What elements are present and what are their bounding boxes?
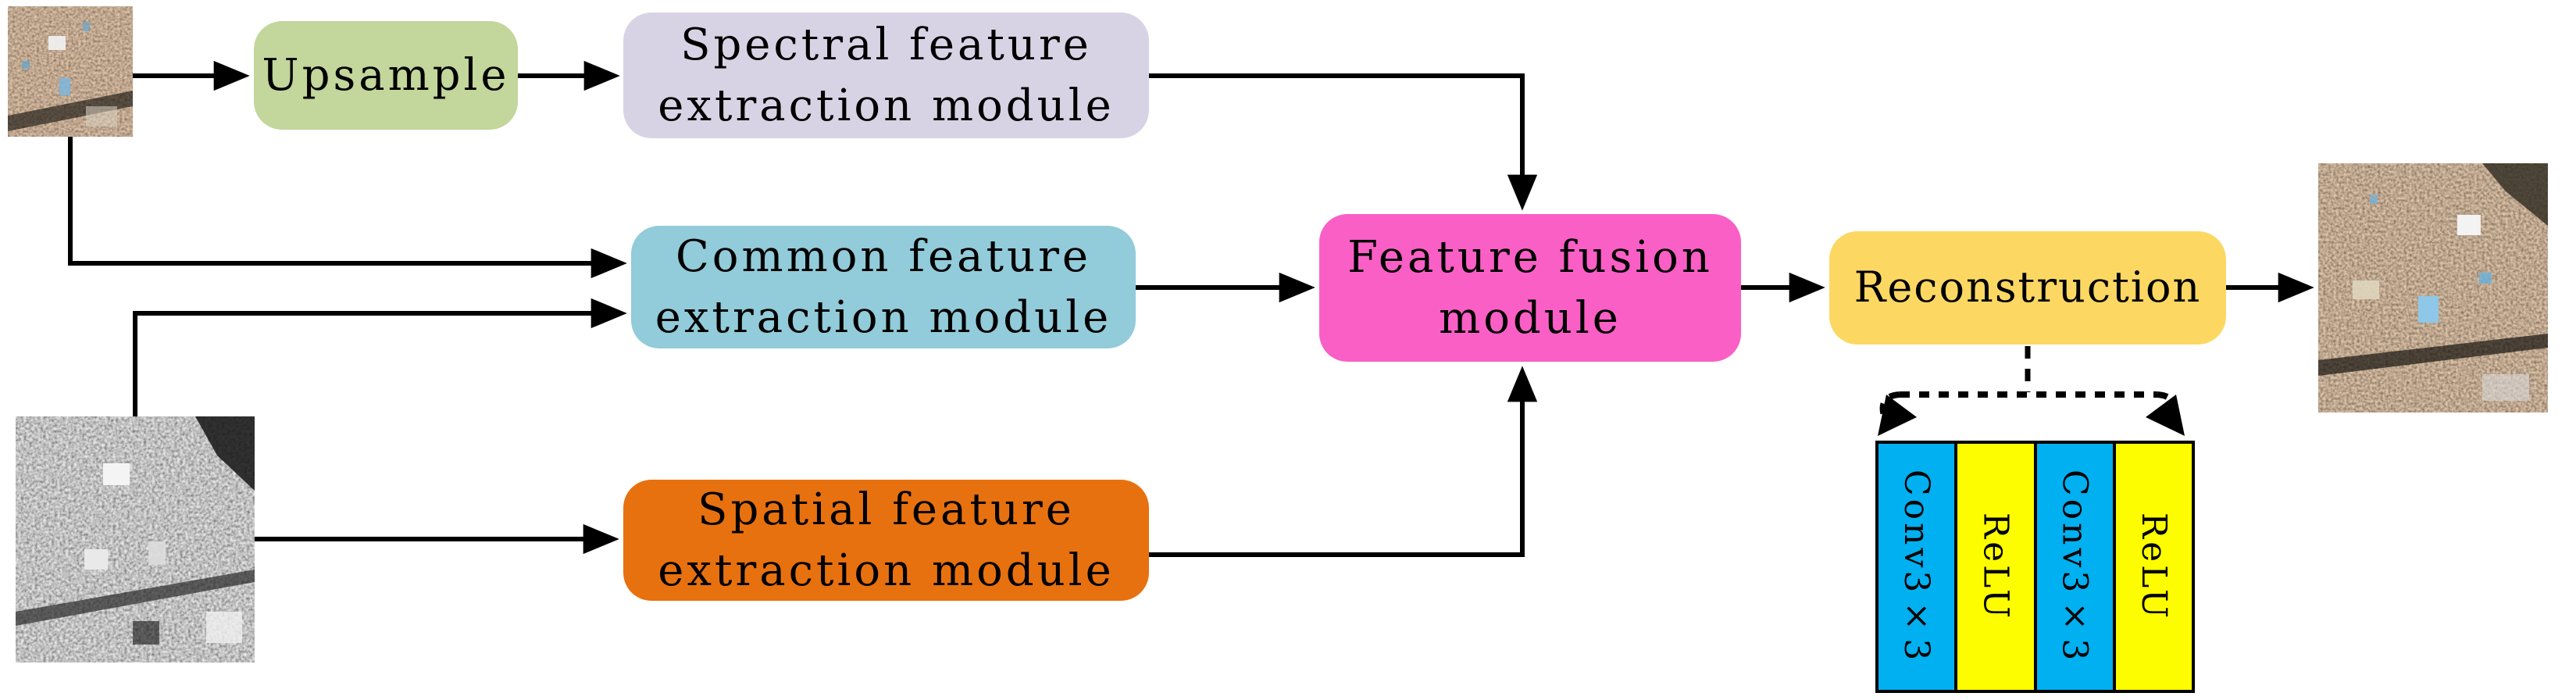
spectral-label-line1: Spectral feature bbox=[680, 20, 1092, 71]
fused-output-image bbox=[2318, 163, 2548, 412]
spectral-feature-extraction-box: Spectral feature extraction module bbox=[623, 12, 1149, 138]
reconstruction-label: Reconstruction bbox=[1854, 262, 2202, 312]
spatial-label-line1: Spatial feature bbox=[698, 484, 1075, 536]
feature-fusion-box: Feature fusion module bbox=[1319, 214, 1741, 362]
common-label-line2: extraction module bbox=[655, 291, 1112, 343]
conv3x3-layer-1: Conv3×3 bbox=[1878, 444, 1955, 690]
fusion-label-line1: Feature fusion bbox=[1347, 232, 1713, 284]
common-label-line1: Common feature bbox=[675, 231, 1092, 283]
panchromatic-input-image bbox=[16, 416, 255, 662]
reconstruction-box: Reconstruction bbox=[1829, 231, 2226, 345]
upsample-box: Upsample bbox=[254, 21, 518, 130]
dashed-expansion-bracket bbox=[1879, 346, 2178, 417]
reconstruction-detail-stack: Conv3×3 ReLU Conv3×3 ReLU bbox=[1875, 441, 2195, 693]
upsample-label: Upsample bbox=[262, 49, 510, 101]
multispectral-input-image bbox=[8, 6, 133, 137]
spectral-label-line2: extraction module bbox=[658, 80, 1115, 131]
relu-layer-1: ReLU bbox=[1954, 444, 2034, 690]
relu-layer-2: ReLU bbox=[2112, 444, 2192, 690]
common-feature-extraction-box: Common feature extraction module bbox=[631, 226, 1136, 348]
conv3x3-layer-2: Conv3×3 bbox=[2033, 444, 2113, 690]
fusion-label-line2: module bbox=[1439, 292, 1622, 344]
spatial-feature-extraction-box: Spatial feature extraction module bbox=[623, 480, 1149, 601]
spatial-label-line2: extraction module bbox=[658, 545, 1115, 596]
